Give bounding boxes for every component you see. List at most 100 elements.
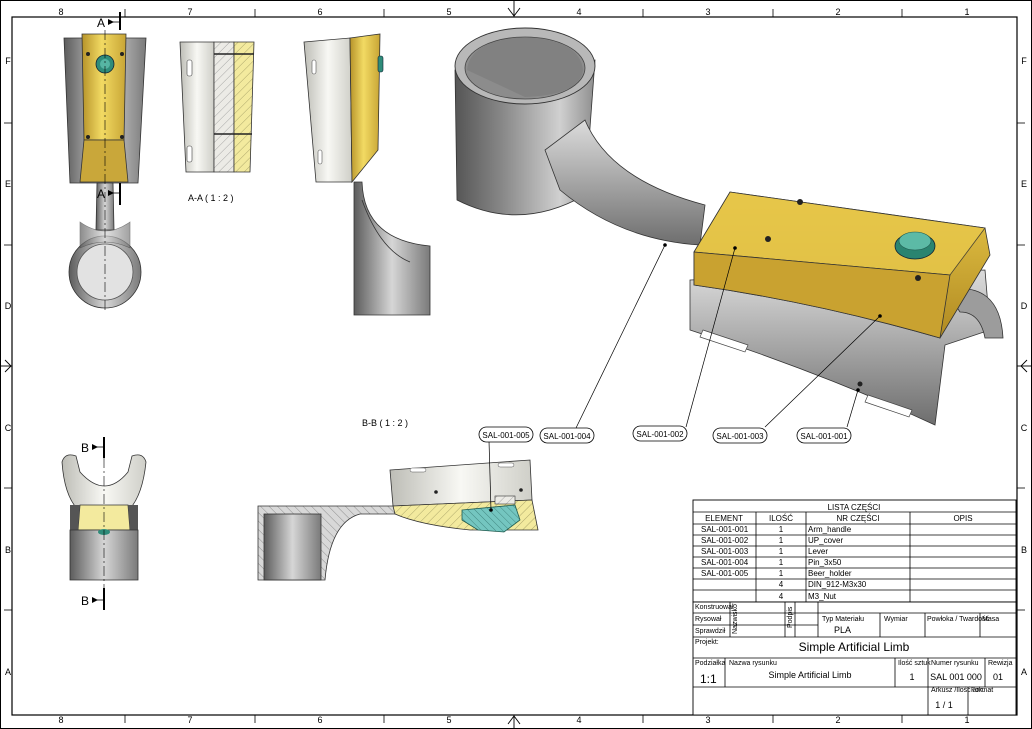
balloon-label: SAL-001-002 bbox=[636, 430, 684, 439]
row-letter: A bbox=[1021, 667, 1027, 677]
parts-list: LISTA CZĘŚCI ELEMENT ILOŚĆ NR CZĘŚCI OPI… bbox=[692, 499, 1017, 603]
col-number: 5 bbox=[446, 7, 451, 17]
col-number: 3 bbox=[705, 715, 710, 725]
svg-text:1: 1 bbox=[779, 569, 784, 578]
section-a-mark: A bbox=[97, 187, 105, 201]
row-letter: F bbox=[1021, 56, 1027, 66]
section-bb-label: B-B ( 1 : 2 ) bbox=[362, 418, 408, 428]
podzialka-label: Podziałka bbox=[695, 660, 725, 667]
format-label: Format bbox=[971, 687, 993, 694]
balloon-label: SAL-001-001 bbox=[800, 432, 848, 441]
numer-rysunku-value: SAL 001 000 bbox=[930, 672, 982, 682]
rewizja-value: 01 bbox=[993, 672, 1003, 682]
svg-text:Beer_holder: Beer_holder bbox=[808, 569, 852, 578]
svg-text:SAL-001-004: SAL-001-004 bbox=[701, 558, 749, 567]
side-view bbox=[303, 33, 431, 316]
podpis-label: Podpis bbox=[787, 606, 794, 628]
row-letter: C bbox=[5, 423, 12, 433]
table-row: SAL-001-004 1 Pin_3x50 bbox=[701, 558, 842, 567]
col-number: 6 bbox=[317, 715, 322, 725]
isometric-view bbox=[454, 27, 1004, 426]
svg-text:SAL-001-003: SAL-001-003 bbox=[701, 547, 749, 556]
svg-text:4: 4 bbox=[779, 580, 784, 589]
masa-label: Masa bbox=[982, 616, 999, 623]
section-bb-view: B-B ( 1 : 2 ) bbox=[257, 418, 539, 581]
row-letter: B bbox=[1021, 545, 1027, 555]
rewizja-label: Rewizja bbox=[988, 660, 1013, 667]
projekt-label: Projekt: bbox=[695, 639, 719, 646]
rysowal-label: Rysował bbox=[695, 616, 722, 623]
podzialka-value: 1:1 bbox=[700, 672, 717, 686]
col-number: 4 bbox=[576, 7, 581, 17]
svg-text:4: 4 bbox=[779, 592, 784, 601]
typ-materialu-value: PLA bbox=[834, 625, 851, 635]
section-aa-view: A-A ( 1 : 2 ) bbox=[179, 41, 255, 203]
balloon-label: SAL-001-005 bbox=[482, 431, 530, 440]
svg-text:SAL-001-005: SAL-001-005 bbox=[701, 569, 749, 578]
row-letter: E bbox=[1021, 179, 1027, 189]
col-number: 5 bbox=[446, 715, 451, 725]
table-row: SAL-001-005 1 Beer_holder bbox=[701, 569, 852, 578]
svg-text:SAL-001-001: SAL-001-001 bbox=[701, 525, 749, 534]
nazwa-rysunku-label: Nazwa rysunku bbox=[729, 660, 777, 667]
parts-list-title: LISTA CZĘŚCI bbox=[828, 503, 881, 512]
parts-list-header: NR CZĘŚCI bbox=[836, 514, 879, 523]
svg-text:Lever: Lever bbox=[808, 547, 828, 556]
col-number: 8 bbox=[58, 715, 63, 725]
ilosc-sztuk-value: 1 bbox=[909, 672, 914, 682]
nazwisko-label: Nazwisko bbox=[732, 604, 739, 634]
svg-text:UP_cover: UP_cover bbox=[808, 536, 843, 545]
col-number: 8 bbox=[58, 7, 63, 17]
svg-text:SAL-001-002: SAL-001-002 bbox=[701, 536, 749, 545]
table-row: 4 M3_Nut bbox=[779, 592, 837, 601]
svg-text:1: 1 bbox=[779, 536, 784, 545]
row-letter: E bbox=[5, 179, 11, 189]
col-number: 2 bbox=[835, 7, 840, 17]
table-row: 4 DIN_912-M3x30 bbox=[779, 580, 867, 589]
ilosc-sztuk-label: Ilość sztuk bbox=[898, 660, 931, 667]
section-b-mark: B bbox=[81, 594, 89, 608]
svg-text:1: 1 bbox=[779, 547, 784, 556]
powloka-label: Powłoka / Twardość bbox=[927, 616, 990, 623]
col-number: 3 bbox=[705, 7, 710, 17]
table-row: SAL-001-002 1 UP_cover bbox=[701, 536, 843, 545]
section-aa-label: A-A ( 1 : 2 ) bbox=[188, 193, 234, 203]
col-number: 2 bbox=[835, 715, 840, 725]
section-a-mark: A bbox=[97, 16, 105, 30]
row-letter: B bbox=[5, 545, 11, 555]
title-block: Konstruował Rysował Sprawdził Nazwisko P… bbox=[692, 601, 1017, 716]
col-number: 7 bbox=[187, 715, 192, 725]
parts-list-header: ELEMENT bbox=[705, 514, 743, 523]
parts-list-header: ILOŚĆ bbox=[769, 514, 793, 523]
part-balloons: SAL-001-005 SAL-001-004 SAL-001-002 SAL-… bbox=[478, 243, 882, 512]
col-number: 7 bbox=[187, 7, 192, 17]
wymiar-label: Wymiar bbox=[884, 616, 908, 623]
numer-rysunku-label: Numer rysunku bbox=[931, 660, 979, 667]
row-letter: A bbox=[5, 667, 11, 677]
col-number: 1 bbox=[964, 715, 969, 725]
svg-text:1: 1 bbox=[779, 558, 784, 567]
col-number: 6 bbox=[317, 7, 322, 17]
row-letter: D bbox=[5, 301, 12, 311]
section-b-mark: B bbox=[81, 441, 89, 455]
row-letter: F bbox=[5, 56, 11, 66]
balloon-label: SAL-001-003 bbox=[716, 432, 764, 441]
end-view: B B bbox=[61, 437, 147, 610]
svg-text:DIN_912-M3x30: DIN_912-M3x30 bbox=[808, 580, 867, 589]
konstruowal-label: Konstruował bbox=[695, 604, 734, 611]
arkusz-label: Arkusz /Ilość ark. bbox=[931, 687, 984, 694]
table-row: SAL-001-003 1 Lever bbox=[701, 547, 828, 556]
typ-materialu-label: Typ Materiału bbox=[822, 616, 864, 623]
sprawdzil-label: Sprawdził bbox=[695, 628, 726, 635]
svg-text:Pin_3x50: Pin_3x50 bbox=[808, 558, 842, 567]
balloon-label: SAL-001-004 bbox=[543, 432, 591, 441]
arkusz-value: 1 / 1 bbox=[935, 700, 953, 710]
parts-list-header: OPIS bbox=[953, 514, 972, 523]
front-view: A A bbox=[63, 12, 147, 310]
svg-text:M3_Nut: M3_Nut bbox=[808, 592, 837, 601]
projekt-value: Simple Artificial Limb bbox=[799, 640, 910, 654]
svg-text:1: 1 bbox=[779, 525, 784, 534]
